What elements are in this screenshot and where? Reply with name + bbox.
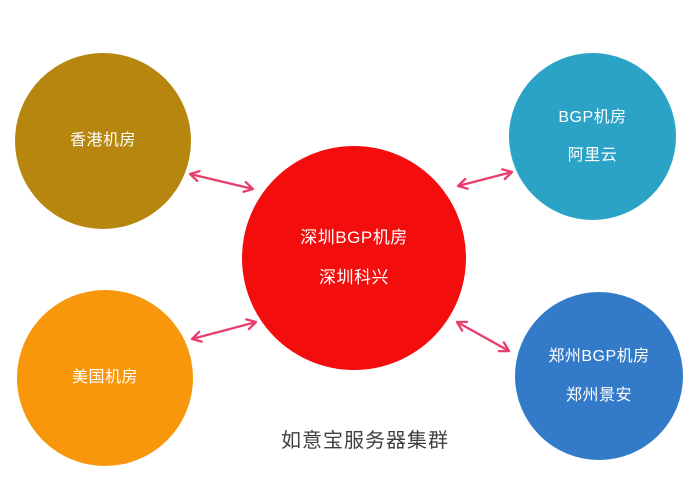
node-shenzhen-bgp-center: 深圳BGP机房 深圳科兴	[242, 146, 466, 370]
node-hongkong-datacenter: 香港机房	[15, 53, 191, 229]
node-zhengzhou-bgp-datacenter: 郑州BGP机房 郑州景安	[515, 292, 683, 460]
node-label-line1: 深圳BGP机房	[300, 228, 408, 248]
node-label-line1: 郑州BGP机房	[548, 348, 650, 366]
node-label-line1: BGP机房	[558, 108, 627, 126]
arrow-center-hongkong	[188, 170, 255, 193]
node-label-line2: 郑州景安	[565, 386, 632, 404]
node-label-line2: 阿里云	[567, 147, 618, 164]
node-label-line1: 美国机房	[71, 369, 138, 387]
arrow-center-usa	[190, 318, 258, 343]
arrow-center-zhengzhou	[455, 320, 511, 353]
diagram-caption: 如意宝服务器集群	[281, 430, 449, 452]
node-label-line2: 深圳科兴	[319, 267, 389, 287]
node-label-line1: 香港机房	[69, 132, 136, 150]
arrow-center-aliyun	[456, 168, 514, 190]
node-usa-datacenter: 美国机房	[17, 290, 193, 466]
node-bgp-aliyun-datacenter: BGP机房 阿里云	[509, 53, 676, 220]
